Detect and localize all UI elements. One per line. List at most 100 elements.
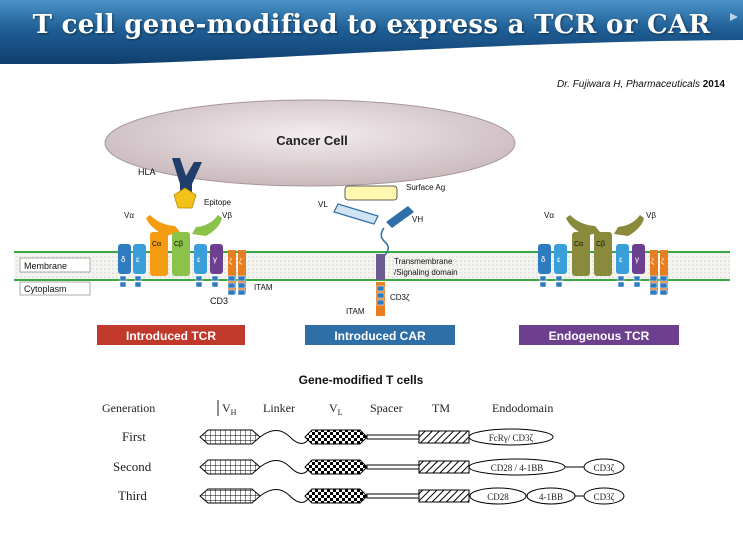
endo-cd3-delta — [538, 244, 551, 274]
car-vh — [386, 206, 414, 228]
row-first-tm — [418, 430, 470, 444]
itam-label-tcr: ITAM — [254, 283, 273, 292]
header-vh: VH — [222, 401, 237, 417]
row-third-endo-1 — [469, 487, 527, 505]
endogenous-tcr-label-box — [519, 325, 679, 345]
row-third-endo-3 — [583, 487, 625, 505]
car-vh-label: VH — [412, 215, 423, 224]
citation-year: 2014 — [702, 79, 725, 90]
car-cd3zeta-label: CD3ζ — [390, 293, 410, 302]
cancer-cell-label: Cancer Cell — [276, 133, 348, 148]
endo-epsilon-1-label: ε — [557, 255, 561, 264]
cd3-label: CD3 — [210, 296, 228, 306]
introduced-car-label-box — [305, 325, 455, 345]
header-vl: VL — [329, 401, 343, 417]
car-cd3-zeta — [376, 282, 385, 316]
signaling-domain-label: /Signaling domain — [394, 268, 458, 277]
row-third-vl — [304, 488, 368, 504]
zeta-chain-2 — [238, 250, 246, 294]
cd3-gamma — [210, 244, 223, 274]
introduced-car-label: Introduced CAR — [334, 329, 426, 343]
v-alpha-domain — [146, 215, 180, 236]
v-alpha-label: Vα — [124, 211, 134, 220]
row-first-linker — [259, 430, 311, 444]
endogenous-tcr-group: Vα Vβ Cα Cβ δ ε ε γ ζ ζ — [538, 211, 668, 296]
itam-boxes-tcr — [119, 275, 246, 296]
cancer-cell — [104, 99, 516, 187]
endo-c-beta-label: Cβ — [596, 241, 605, 248]
c-beta-label: Cβ — [174, 241, 183, 248]
row-third-label: Third — [118, 488, 147, 503]
endo-v-beta-label: Vβ — [646, 211, 656, 220]
column-headers: Generation VH Linker VL Spacer TM Endodo… — [102, 400, 553, 417]
row-first-vh — [199, 429, 261, 445]
endo-zeta-2 — [660, 250, 668, 294]
row-second-spacer — [366, 464, 420, 470]
membrane-label-box — [19, 257, 91, 273]
header-generation: Generation — [102, 401, 155, 415]
row-third-vh — [199, 488, 261, 504]
row-first-vl — [304, 429, 368, 445]
car-vl-label: VL — [318, 200, 328, 209]
endo-gamma-label: γ — [635, 255, 639, 264]
row-third-endo-2-label: 4-1BB — [539, 492, 563, 502]
row-third: Third CD28 4-1BB CD3ζ — [118, 487, 625, 505]
endo-cd3-epsilon-2 — [616, 244, 629, 274]
endo-cd3-epsilon-1 — [554, 244, 567, 274]
cd3-delta-label: δ — [121, 255, 126, 264]
itam-label-car: ITAM — [346, 307, 365, 316]
endo-epsilon-2-label: ε — [619, 255, 623, 264]
cd3-epsilon-2 — [194, 244, 207, 274]
v-beta-label: Vβ — [222, 211, 232, 220]
header-spacer: Spacer — [370, 401, 403, 415]
citation-author: Dr. Fujiwara H, — [556, 79, 624, 90]
cd3-delta — [118, 244, 131, 274]
c-alpha-domain — [150, 232, 168, 276]
epitope — [173, 187, 197, 209]
row-second: Second CD28 / 4-1BB CD3ζ — [113, 458, 625, 476]
slide-title: T cell gene-modified to express a TCR or… — [32, 10, 711, 40]
endo-v-alpha — [566, 215, 600, 236]
endo-delta-label: δ — [541, 255, 546, 264]
header-tm: TM — [432, 401, 450, 415]
introduced-tcr-group: HLA Epitope Vα Vβ Cα Cβ δ ε ε γ ζ ζ — [118, 158, 273, 306]
zeta-label-2: ζ — [239, 259, 242, 266]
row-second-endo-2-label: CD3ζ — [594, 463, 615, 473]
cd3-epsilon-2-label: ε — [197, 255, 201, 264]
row-second-linker — [259, 460, 311, 474]
row-third-spacer — [366, 493, 420, 499]
introduced-car-group: Surface Ag VL VH Transmembrane /Signalin… — [318, 183, 458, 316]
row-second-vh — [199, 459, 261, 475]
endo-zeta-1 — [650, 250, 658, 294]
row-second-endo-2 — [583, 458, 625, 476]
car-transmembrane — [376, 254, 385, 280]
row-third-linker — [259, 489, 311, 503]
row-second-label: Second — [113, 459, 152, 474]
header-endodomain: Endodomain — [492, 401, 553, 415]
cytoplasm-label: Cytoplasm — [24, 284, 67, 294]
nav-arrow-icon[interactable] — [728, 8, 740, 21]
row-first: First FcRγ/ CD3ζ — [122, 428, 554, 446]
endo-c-alpha — [572, 232, 590, 276]
itam-boxes-car — [376, 285, 385, 306]
car-hinge — [380, 227, 389, 257]
cd3-gamma-label: γ — [213, 255, 217, 264]
row-second-endo-1-label: CD28 / 4-1BB — [491, 463, 544, 473]
cd3-epsilon-1 — [133, 244, 146, 274]
endo-v-alpha-label: Vα — [544, 211, 554, 220]
hla-molecule — [172, 158, 202, 198]
membrane-label: Membrane — [24, 261, 67, 271]
hla-label: HLA — [138, 167, 156, 177]
citation: Dr. Fujiwara H, Pharmaceuticals 2014 — [557, 79, 725, 90]
endo-c-beta — [594, 232, 612, 276]
citation-journal: Pharmaceuticals — [626, 79, 700, 90]
row-second-vl — [304, 459, 368, 475]
row-first-endo-1 — [468, 428, 554, 446]
endo-zeta-label-2: ζ — [661, 259, 664, 266]
surface-ag-label: Surface Ag — [406, 183, 445, 192]
car-vl — [333, 203, 379, 225]
gene-modified-heading: Gene-modified T cells — [299, 373, 424, 387]
zeta-chain-1 — [228, 250, 236, 294]
c-alpha-label: Cα — [152, 241, 161, 248]
